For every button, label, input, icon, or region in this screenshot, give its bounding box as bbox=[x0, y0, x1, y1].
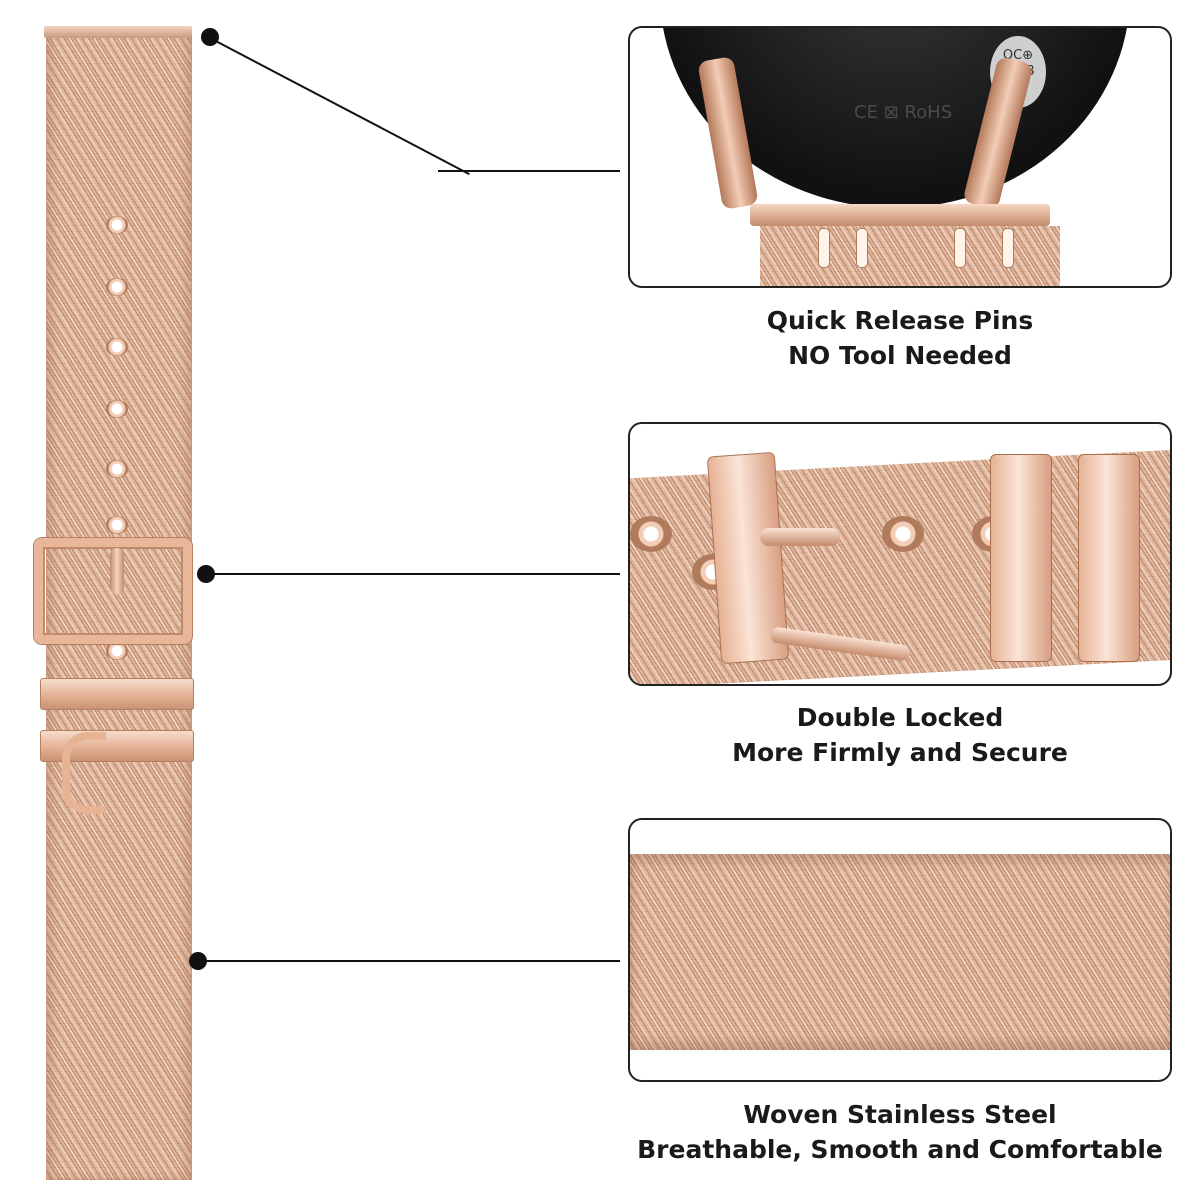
caption-subtitle: Breathable, Smooth and Comfortable bbox=[637, 1135, 1163, 1164]
strap-buckle bbox=[34, 538, 192, 644]
strap-mesh-end bbox=[760, 226, 1060, 286]
caption-title: Quick Release Pins bbox=[766, 306, 1034, 335]
strap-hole bbox=[106, 516, 128, 534]
keeper-loop bbox=[990, 454, 1052, 662]
callout-line-1b bbox=[438, 170, 620, 172]
ce-rohs-marking: CE ⊠ RoHS bbox=[854, 102, 953, 123]
caption-double-locked: Double Locked More Firmly and Secure bbox=[628, 700, 1172, 770]
callout-dot-2 bbox=[197, 565, 215, 583]
buckle-prong bbox=[110, 548, 124, 594]
mesh-hole bbox=[630, 516, 672, 552]
detail-panel-double-locked bbox=[628, 422, 1172, 686]
release-pin bbox=[856, 228, 868, 268]
strap-hole bbox=[106, 278, 128, 296]
caption-subtitle: More Firmly and Secure bbox=[732, 738, 1068, 767]
quick-release-bar bbox=[750, 204, 1050, 226]
caption-title: Woven Stainless Steel bbox=[743, 1100, 1057, 1129]
callout-line-1a bbox=[209, 37, 470, 176]
keeper-loop bbox=[1078, 454, 1140, 662]
strap-hole bbox=[106, 338, 128, 356]
caption-woven-steel: Woven Stainless Steel Breathable, Smooth… bbox=[628, 1097, 1172, 1167]
detail-panel-quick-release: CE ⊠ RoHS QC⊕ 2108 bbox=[628, 26, 1172, 288]
strap-hook bbox=[62, 732, 106, 814]
strap-hole bbox=[106, 400, 128, 418]
strap-keeper bbox=[40, 678, 194, 710]
callout-line-2 bbox=[210, 573, 620, 575]
strap-top-end bbox=[44, 26, 192, 38]
strap-hole bbox=[106, 460, 128, 478]
release-pin bbox=[1002, 228, 1014, 268]
detail-panel-woven-steel bbox=[628, 818, 1172, 1082]
callout-dot-3 bbox=[189, 952, 207, 970]
woven-mesh-closeup bbox=[630, 854, 1170, 1050]
mesh-hole bbox=[882, 516, 924, 552]
caption-title: Double Locked bbox=[796, 703, 1004, 732]
buckle-prong bbox=[760, 528, 840, 546]
strap-hole bbox=[106, 216, 128, 234]
strap-hole bbox=[106, 642, 128, 660]
callout-line-3 bbox=[200, 960, 620, 962]
release-pin bbox=[818, 228, 830, 268]
release-pin bbox=[954, 228, 966, 268]
caption-quick-release: Quick Release Pins NO Tool Needed bbox=[628, 303, 1172, 373]
caption-subtitle: NO Tool Needed bbox=[788, 341, 1012, 370]
